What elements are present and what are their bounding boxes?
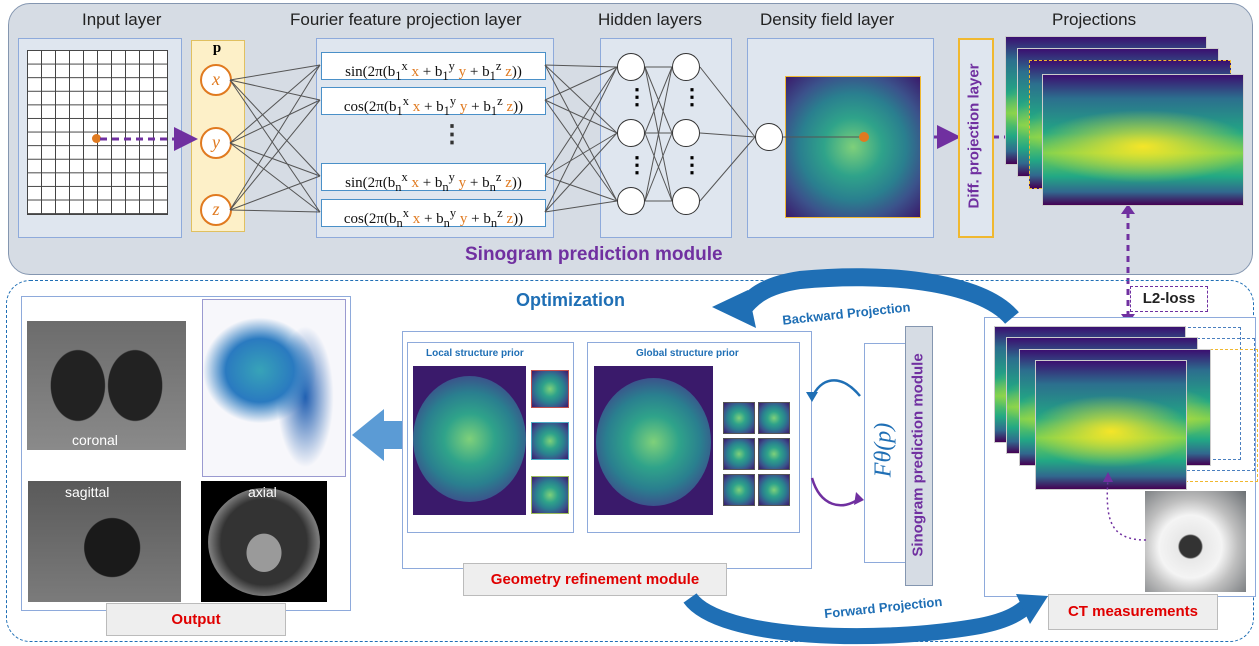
global-patch — [723, 438, 755, 470]
ct-scanner-photo — [1145, 491, 1246, 592]
hidden-node — [617, 53, 645, 81]
hidden-node — [617, 119, 645, 147]
local-prior-box — [407, 342, 574, 533]
sinogram-module-vertical — [905, 326, 933, 586]
fourier-row-4: cos(2π(bnx x + bny y + bnz z)) — [321, 199, 546, 230]
input-grid — [27, 50, 168, 215]
fourier-row-3: sin(2π(bnx x + bny y + bnz z)) — [321, 163, 546, 194]
coronal-label: coronal — [72, 432, 118, 448]
coronal-view — [27, 321, 186, 450]
fourier-row-1: sin(2π(b1x x + b1y y + b1z z)) — [321, 52, 546, 83]
global-patch — [758, 402, 790, 434]
f-theta-label: Fθ(p) — [870, 422, 897, 478]
axial-slice — [208, 488, 320, 596]
hidden-layers-title: Hidden layers — [598, 10, 702, 29]
sagittal-label: sagittal — [65, 484, 110, 500]
sample-point — [92, 134, 101, 143]
hidden-node — [617, 187, 645, 215]
geometry-module-label: Geometry refinement module — [463, 563, 727, 596]
hidden-ellipsis: ⋮ — [681, 152, 703, 177]
output-arrow — [352, 409, 384, 461]
measurement-image — [1035, 360, 1187, 490]
p-label: p — [212, 40, 222, 56]
fourier-ellipsis: ⋮ — [440, 121, 464, 148]
z-node: z — [200, 194, 232, 226]
global-patch — [723, 402, 755, 434]
local-patch — [531, 476, 569, 514]
input-layer-title: Input layer — [82, 10, 162, 29]
diff-projection-layer — [958, 38, 994, 238]
hidden-ellipsis: ⋮ — [681, 84, 703, 109]
diff-projection-label: Diff. projection layer — [965, 63, 983, 209]
global-prior-title: Global structure prior — [636, 348, 739, 359]
global-patch — [758, 438, 790, 470]
density-layer-title: Density field layer — [760, 10, 895, 29]
3d-rendering — [202, 299, 346, 477]
sinogram-module-vertical-label: Sinogram prediction module — [909, 353, 927, 557]
output-node — [755, 123, 783, 151]
axial-label: axial — [248, 484, 277, 500]
hidden-node — [672, 187, 700, 215]
global-patch — [758, 474, 790, 506]
sagittal-view — [28, 481, 181, 602]
y-node: y — [200, 127, 232, 159]
ct-measurements-label: CT measurements — [1048, 594, 1218, 630]
hidden-ellipsis: ⋮ — [626, 84, 648, 109]
global-ct-circle — [596, 378, 711, 506]
l2-loss-box: L2-loss — [1130, 286, 1208, 312]
density-slice-image — [785, 76, 921, 218]
global-prior-box — [587, 342, 800, 533]
optimization-title: Optimization — [516, 290, 625, 310]
hidden-node — [672, 119, 700, 147]
fourier-row-2: cos(2π(b1x x + b1y y + b1z z)) — [321, 87, 546, 118]
local-prior-title: Local structure prior — [426, 348, 524, 359]
fourier-layer-title: Fourier feature projection layer — [290, 10, 522, 29]
global-patch — [723, 474, 755, 506]
hidden-ellipsis: ⋮ — [626, 152, 648, 177]
x-node: x — [200, 64, 232, 96]
output-label: Output — [106, 603, 286, 636]
sinogram-module-title: Sinogram prediction module — [465, 244, 723, 265]
local-ct-circle — [413, 376, 526, 502]
projection-image — [1042, 74, 1244, 206]
local-patch — [531, 370, 569, 408]
hidden-node — [672, 53, 700, 81]
projections-title: Projections — [1052, 10, 1137, 29]
local-patch — [531, 422, 569, 460]
